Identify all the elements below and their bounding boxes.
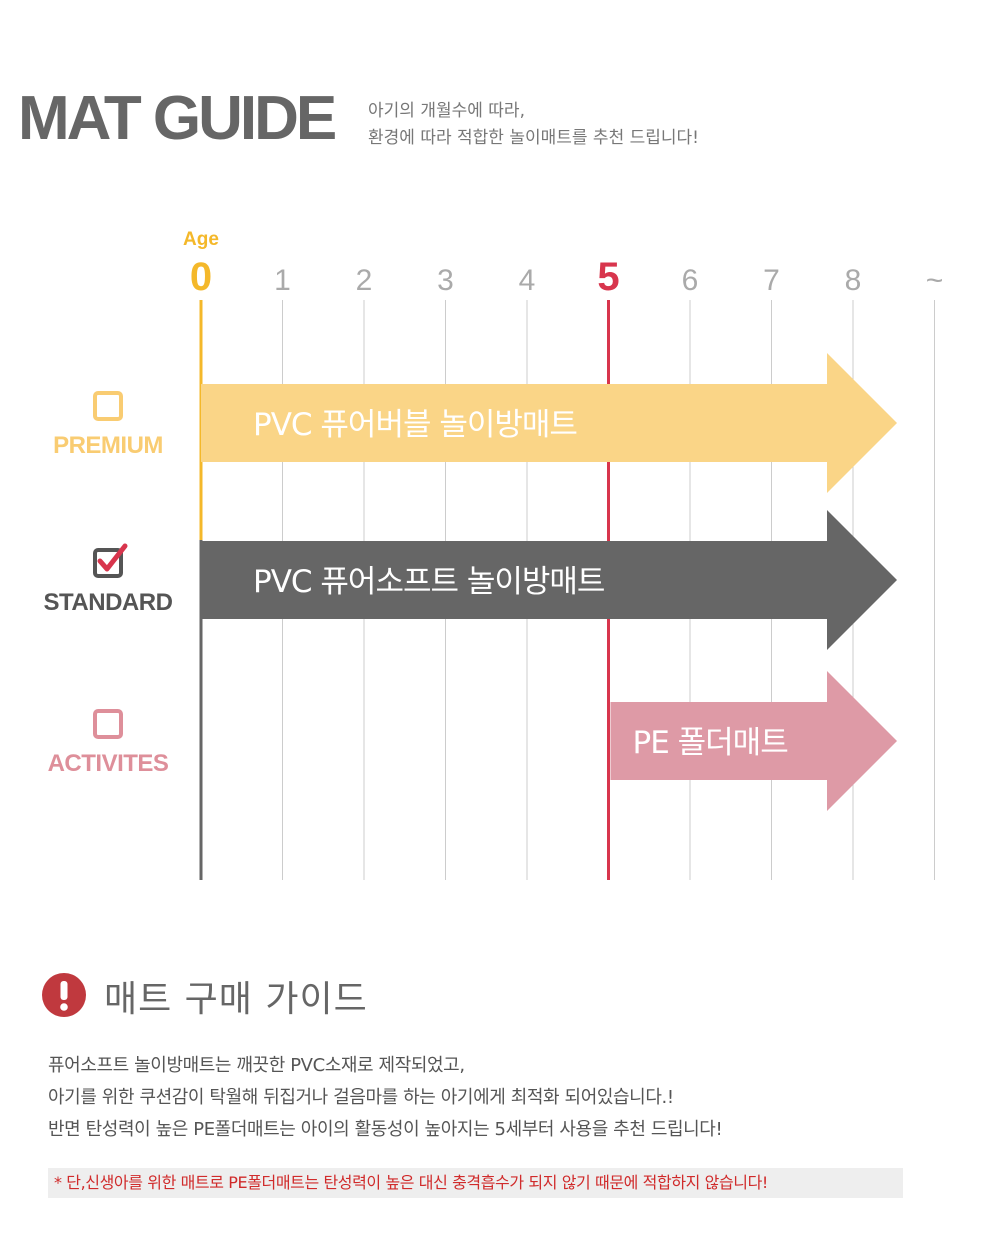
tick-label-7: 7 — [763, 264, 780, 297]
check-icon — [97, 543, 128, 572]
tick-label-9: ~ — [926, 264, 944, 297]
checkbox-premium[interactable] — [93, 391, 123, 421]
guide-heading: 매트 구매 가이드 — [104, 979, 368, 1020]
tick-label-5: 5 — [597, 255, 619, 299]
arrow-premium — [201, 353, 897, 493]
subtitle-line-2: 환경에 따라 적합한 놀이매트를 추천 드립니다! — [368, 128, 699, 148]
subtitle-line-1: 아기의 개월수에 따라, — [368, 101, 525, 121]
tick-label-3: 3 — [437, 264, 454, 297]
tick-label-4: 4 — [519, 264, 536, 297]
arrow-activites — [610, 671, 897, 811]
page-subtitle: 아기의 개월수에 따라, 환경에 따라 적합한 놀이매트를 추천 드립니다! — [368, 98, 699, 152]
mat-label-activites: PE 폴더매트 — [633, 725, 788, 761]
arrow-standard — [201, 510, 897, 650]
tick-labels: 0 1 2 3 4 5 6 7 8 ~ — [190, 255, 943, 299]
category-labels: PREMIUM STANDARD ACTIVITES — [44, 391, 173, 777]
tick-label-0: 0 — [190, 255, 212, 299]
tick-label-6: 6 — [682, 264, 699, 297]
age-guide-chart: Age 0 1 2 3 4 5 6 7 8 ~ PVC 퓨어버블 놀이방매트 PVC 퓨어소프트 놀… — [44, 229, 943, 880]
checkbox-activites[interactable] — [93, 709, 123, 739]
axis-label: Age — [183, 229, 219, 250]
page-title: MAT GUIDE — [18, 84, 337, 153]
category-label-premium: PREMIUM — [53, 432, 163, 459]
category-label-activites: ACTIVITES — [48, 750, 169, 777]
category-label-standard: STANDARD — [44, 589, 173, 616]
exclamation-icon — [42, 973, 86, 1017]
tick-label-1: 1 — [274, 264, 291, 297]
tick-label-2: 2 — [356, 264, 373, 297]
mat-label-premium: PVC 퓨어버블 놀이방매트 — [253, 407, 577, 443]
guide-line-1: 퓨어소프트 놀이방매트는 깨끗한 PVC소재로 제작되었고, — [48, 1055, 465, 1076]
mat-arrows: PVC 퓨어버블 놀이방매트 PVC 퓨어소프트 놀이방매트 PE 폴더매트 — [201, 353, 897, 811]
guide-line-3: 반면 탄성력이 높은 PE폴더매트는 아이의 활동성이 높아지는 5세부터 사용… — [48, 1119, 723, 1140]
guide-line-2: 아기를 위한 쿠션감이 탁월해 뒤집거나 걸음마를 하는 아기에게 최적화 되어… — [48, 1087, 674, 1108]
mat-label-standard: PVC 퓨어소프트 놀이방매트 — [253, 564, 604, 600]
guide-body: 퓨어소프트 놀이방매트는 깨끗한 PVC소재로 제작되었고, 아기를 위한 쿠션… — [48, 1050, 723, 1146]
notice-banner: * 단,신생아를 위한 매트로 PE폴더매트는 탄성력이 높은 대신 충격흡수가… — [48, 1168, 903, 1198]
tick-label-8: 8 — [845, 264, 862, 297]
checkbox-standard[interactable] — [93, 548, 123, 578]
